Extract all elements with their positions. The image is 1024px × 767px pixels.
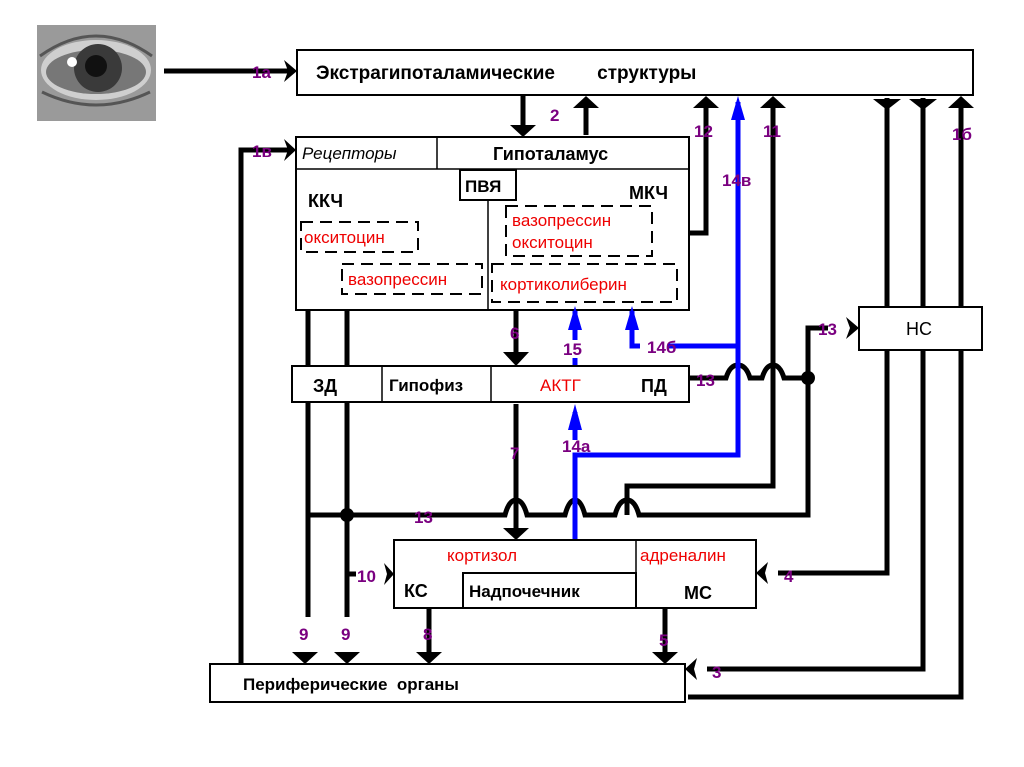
label-13-pd: 13 — [696, 371, 715, 390]
arrow-8-icon — [416, 652, 442, 664]
arrow-9a-icon — [292, 652, 318, 664]
arrow-15-icon — [568, 306, 582, 330]
label-13-bus: 13 — [414, 508, 433, 527]
path-3 — [707, 350, 926, 672]
path-labels: 1а 1в 1б 2 3 4 5 6 7 8 9 9 10 11 12 13 1… — [252, 63, 972, 682]
path-ns-bottom — [688, 350, 964, 700]
label-12: 12 — [694, 122, 713, 141]
label-11: 11 — [763, 122, 781, 141]
label-9a: 9 — [299, 625, 308, 644]
svg-text:адреналин: адреналин — [640, 546, 726, 565]
arrow-14b-icon — [625, 306, 639, 330]
arrow-13-ns-icon — [846, 317, 859, 339]
arrowheads — [284, 60, 974, 680]
svg-text:ПВЯ: ПВЯ — [465, 177, 501, 196]
arrow-1b-icon — [948, 96, 974, 108]
ns-box: НС — [858, 306, 983, 351]
svg-text:ККЧ: ККЧ — [308, 191, 343, 211]
svg-text:Периферические органы: Периферические органы — [243, 675, 459, 694]
label-7: 7 — [510, 444, 519, 463]
adrenal-box: кортизол адреналин КС Надпочечник МС — [393, 539, 757, 609]
pituitary-box: ЗД Гипофиз АКТГ ПД — [291, 365, 690, 403]
label-4: 4 — [784, 567, 794, 586]
junction-dot — [801, 371, 815, 385]
arrow-4-icon — [756, 562, 768, 584]
svg-text:кортиколиберин: кортиколиберин — [500, 275, 627, 294]
svg-text:Рецепторы: Рецепторы — [302, 144, 397, 163]
svg-text:КС: КС — [404, 581, 428, 601]
label-1v: 1в — [252, 142, 272, 161]
svg-text:ЗД: ЗД — [313, 376, 337, 396]
svg-text:Экстрагипоталамические: Экстрагипоталамические структуры — [316, 63, 696, 84]
arrow-ns-2-icon — [909, 99, 937, 110]
label-14b: 14б — [647, 338, 676, 357]
label-2: 2 — [550, 106, 559, 125]
arrow-ns-1-icon — [873, 99, 901, 110]
arrow-7-icon — [503, 528, 529, 540]
label-14a: 14а — [562, 437, 591, 456]
label-13-ns: 13 — [818, 320, 837, 339]
arrow-10-icon — [384, 563, 394, 585]
svg-text:Надпочечник: Надпочечник — [469, 582, 580, 601]
label-10: 10 — [357, 567, 376, 586]
svg-text:Гипофиз: Гипофиз — [389, 376, 463, 395]
arrow-14a-icon — [568, 404, 582, 430]
label-1b: 1б — [952, 125, 972, 144]
svg-text:Гипоталамус: Гипоталамус — [493, 144, 608, 164]
hypothalamus-box: Рецепторы Гипоталамус ПВЯ ККЧ МКЧ оксито… — [295, 136, 690, 311]
svg-text:ПД: ПД — [641, 376, 667, 396]
arrow-1v-icon — [284, 139, 296, 161]
svg-text:вазопрессин: вазопрессин — [512, 211, 611, 230]
svg-text:МКЧ: МКЧ — [629, 183, 668, 203]
path-4 — [778, 350, 890, 576]
svg-text:окситоцин: окситоцин — [304, 228, 385, 247]
arrow-5-icon — [652, 652, 678, 664]
path-13-pd — [690, 325, 828, 381]
label-15: 15 — [563, 340, 582, 359]
extrahypothalamic-box: Экстрагипоталамические структуры — [296, 49, 974, 96]
arrow-9b-icon — [334, 652, 360, 664]
svg-text:кортизол: кортизол — [447, 546, 517, 565]
label-6: 6 — [510, 324, 519, 343]
arrow-6-icon — [503, 352, 529, 366]
svg-text:окситоцин: окситоцин — [512, 233, 593, 252]
label-1a: 1а — [252, 63, 271, 82]
arrow-3-icon — [685, 658, 697, 680]
arrow-11-icon — [760, 96, 786, 108]
arrow-2-up-icon — [573, 96, 599, 108]
path-1v — [238, 147, 290, 668]
arrow-1a-icon — [284, 60, 297, 82]
peripheral-organs-box: Периферические органы — [209, 663, 686, 703]
svg-text:НС: НС — [906, 319, 932, 339]
label-3: 3 — [712, 663, 721, 682]
arrow-14v-icon — [731, 96, 745, 120]
svg-text:вазопрессин: вазопрессин — [348, 270, 447, 289]
label-5: 5 — [659, 631, 668, 650]
svg-text:АКТГ: АКТГ — [540, 376, 581, 395]
svg-text:МС: МС — [684, 583, 712, 603]
path-14a-14v — [572, 102, 741, 545]
junction-dot — [340, 508, 354, 522]
eye-icon — [37, 25, 156, 121]
label-9b: 9 — [341, 625, 350, 644]
arrow-2-down-icon — [510, 125, 536, 137]
label-8: 8 — [423, 625, 432, 644]
label-14v: 14в — [722, 171, 751, 190]
arrow-12-icon — [693, 96, 719, 108]
